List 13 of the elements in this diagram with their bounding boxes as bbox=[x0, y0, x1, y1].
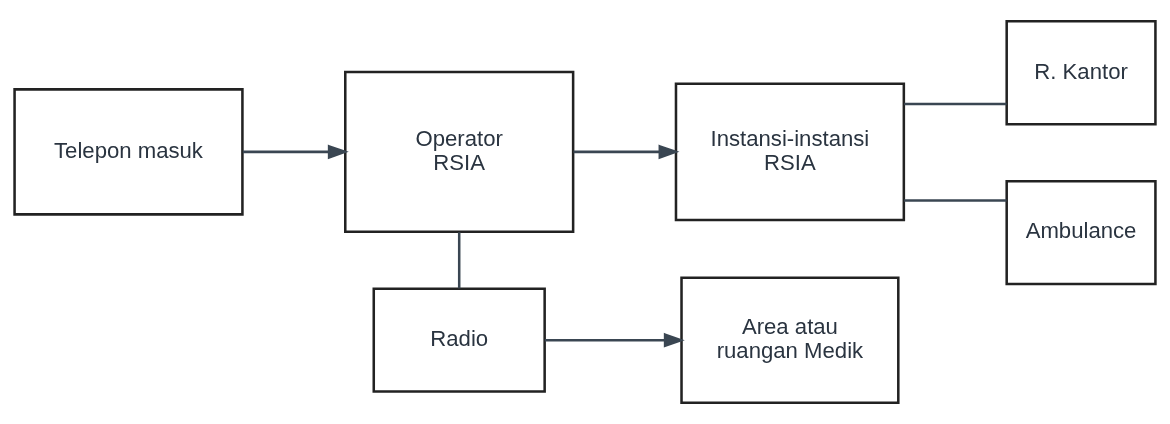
node-box: Telepon masuk bbox=[13, 88, 244, 216]
connector bbox=[904, 199, 1007, 202]
arrow bbox=[573, 144, 680, 160]
connector bbox=[904, 102, 1007, 106]
node-box: Area atau ruangan Medik bbox=[680, 276, 900, 404]
node-box: R. Kantor bbox=[1005, 20, 1157, 126]
arrow bbox=[544, 332, 685, 348]
arrow bbox=[242, 144, 349, 160]
connector bbox=[457, 232, 461, 289]
node-box: Radio bbox=[372, 287, 546, 393]
node-box: Instansi-instansi RSIA bbox=[674, 82, 906, 222]
node-box: Operator RSIA bbox=[344, 70, 575, 234]
node-box: Ambulance bbox=[1005, 179, 1157, 286]
